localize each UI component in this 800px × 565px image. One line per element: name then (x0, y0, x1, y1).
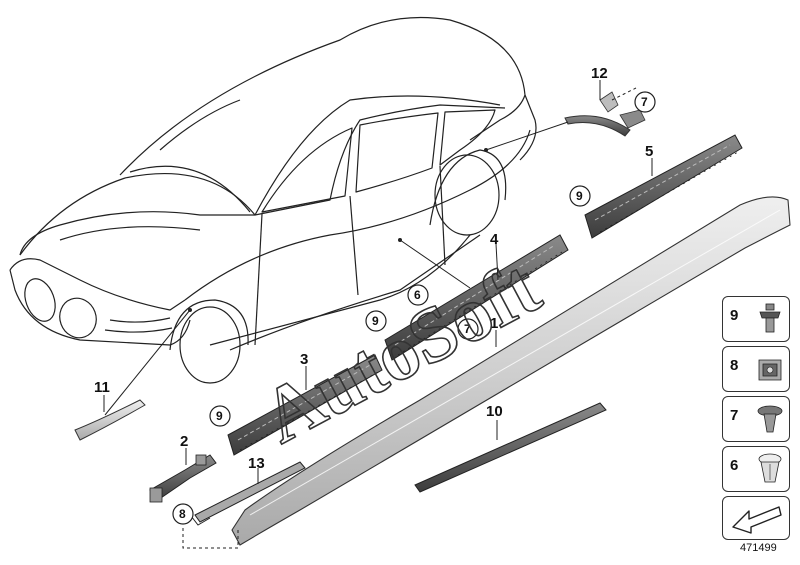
car-outline (9, 16, 537, 384)
callout-12: 12 (591, 65, 608, 82)
part-12-bracket[interactable] (564, 115, 631, 137)
part-10-strip[interactable] (414, 402, 607, 493)
legend-item-7[interactable]: 7 (722, 396, 790, 442)
dashed-leader (611, 87, 637, 101)
legend-num: 9 (730, 307, 739, 324)
nav-back-button[interactable] (722, 496, 790, 540)
callout-5: 5 (645, 143, 653, 160)
part-12-clip (599, 91, 619, 113)
callout-3: 3 (300, 351, 308, 368)
arrow-back-icon (732, 506, 782, 534)
part-11-trim[interactable] (74, 399, 146, 441)
clip-nut-icon (758, 359, 782, 381)
part-13-rod[interactable] (194, 461, 306, 523)
callout-13: 13 (248, 455, 265, 472)
leader-dot (484, 148, 488, 152)
leader-line (399, 239, 471, 289)
callout-2: 2 (180, 433, 188, 450)
ref-7-top: 7 (641, 95, 648, 109)
part-4-carrier[interactable] (384, 234, 569, 361)
legend-item-6[interactable]: 6 (722, 446, 790, 492)
legend-num: 7 (730, 407, 739, 424)
leader-dot (398, 238, 402, 242)
circled-refs (172, 91, 656, 525)
legend-num: 8 (730, 357, 739, 374)
ref-7-mid: 7 (464, 322, 471, 336)
callout-10: 10 (486, 403, 503, 420)
callout-11: 11 (94, 379, 110, 396)
part-3-carrier[interactable] (227, 354, 383, 456)
part-2-bracket[interactable] (149, 454, 217, 503)
expanding-rivet-icon (757, 405, 783, 433)
callout-4: 4 (490, 231, 499, 248)
diagram-id: 471499 (740, 542, 777, 554)
legend-item-8[interactable]: 8 (722, 346, 790, 392)
legend-item-9[interactable]: 9 (722, 296, 790, 342)
part-12-tab (619, 109, 646, 129)
ref-9-rear: 9 (576, 189, 583, 203)
ref-9-mid: 9 (372, 314, 379, 328)
part-5-carrier[interactable] (584, 134, 743, 239)
ref-9-front: 9 (216, 409, 223, 423)
leader-line (485, 121, 569, 151)
push-clip-icon (758, 453, 782, 483)
leader-line (104, 309, 191, 416)
screw-grommet-icon (759, 303, 781, 333)
ref-6: 6 (414, 288, 421, 302)
legend-num: 6 (730, 457, 739, 474)
leader-dot (188, 308, 192, 312)
callout-leaders (103, 80, 653, 484)
sill-highlight (249, 209, 781, 516)
ref-8: 8 (179, 507, 186, 521)
callout-1: 1 (490, 315, 498, 332)
dashed-leader (182, 528, 239, 549)
